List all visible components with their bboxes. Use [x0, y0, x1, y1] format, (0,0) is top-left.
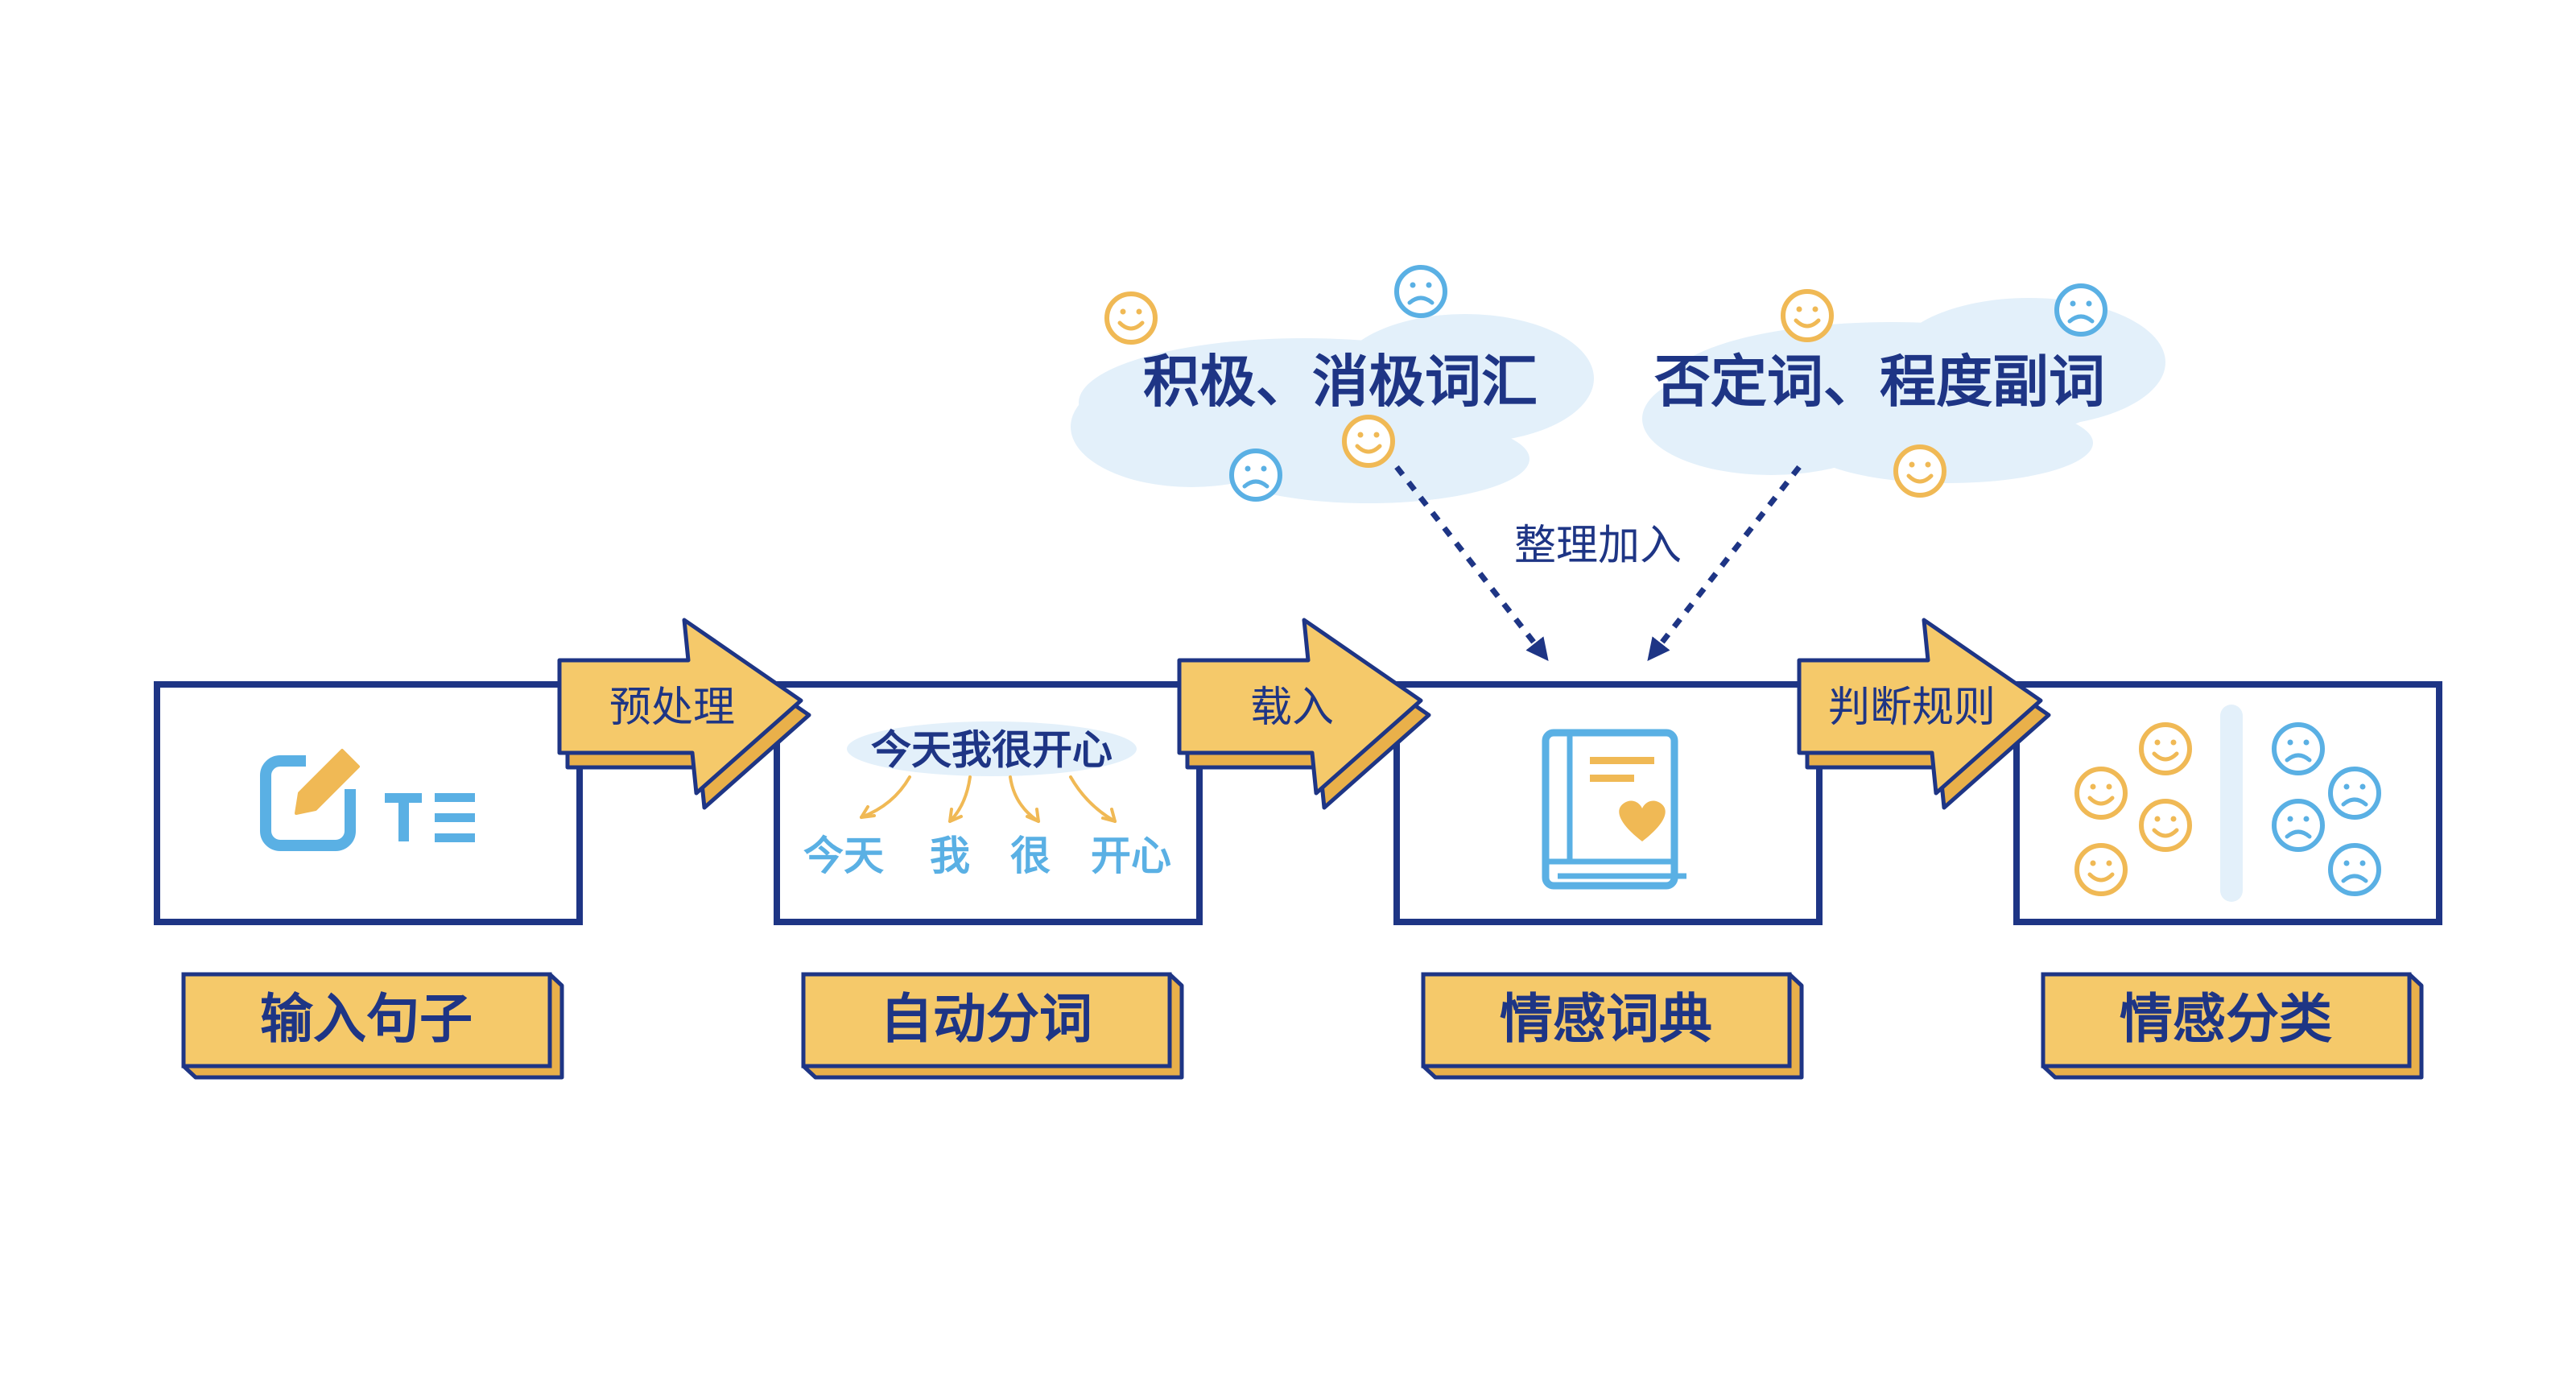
token: 我: [930, 833, 970, 879]
segment-sentence: 今天我很开心: [871, 727, 1113, 774]
smiley-icon: [2077, 769, 2125, 817]
smiley-icon: [1344, 417, 1393, 465]
arrow-judge-rules: 判断规则: [1797, 618, 2051, 810]
token: 很: [1010, 833, 1051, 879]
arrow-preprocess: 预处理: [557, 618, 811, 810]
word-segmentation: 今天我很开心 今天 我 很 开心: [803, 721, 1171, 879]
smiley-icon: [2077, 845, 2125, 894]
step-title: 情感分类: [2120, 988, 2332, 1050]
frown-icon: [2274, 725, 2322, 773]
smiley-icon: [2141, 801, 2190, 849]
step-label-dictionary: 情感词典: [1421, 972, 1804, 1080]
merge-label: 整理加入: [1514, 522, 1682, 570]
step-box-input: [154, 681, 583, 925]
step-label-segment: 自动分词: [801, 972, 1184, 1080]
sentiment-words-label: 积极、消极词汇: [1143, 349, 1538, 415]
dotted-arrow-left: [1394, 465, 1549, 662]
step-title: 输入句子: [260, 988, 473, 1050]
arrow-label: 判断规则: [1828, 684, 1996, 732]
arrow-load: 载入: [1177, 618, 1431, 810]
token: 开心: [1091, 833, 1171, 879]
frown-icon: [1232, 451, 1280, 499]
frown-icon: [2057, 286, 2105, 334]
step-title: 情感词典: [1500, 988, 1712, 1050]
step-box-segment: [774, 681, 1203, 925]
smiley-icon: [1107, 294, 1155, 342]
step-label-classify: 情感分类: [2041, 972, 2424, 1080]
modifier-words-label: 否定词、程度副词: [1654, 349, 2105, 415]
smiley-sort-icon: [2077, 705, 2379, 902]
frown-icon: [2330, 769, 2379, 817]
heart-book-icon: [1542, 729, 1686, 890]
step-label-input: 输入句子: [181, 972, 564, 1080]
frown-icon: [2330, 845, 2379, 894]
smiley-icon: [2141, 725, 2190, 773]
cloud-right: [1642, 298, 2165, 483]
frown-icon: [2274, 801, 2322, 849]
smiley-icon: [1896, 447, 1944, 495]
arrow-label: 载入: [1250, 684, 1334, 732]
arrow-label: 预处理: [609, 684, 735, 732]
edit-text-icon: [260, 741, 475, 851]
step-title: 自动分词: [880, 988, 1092, 1050]
token: 今天: [803, 833, 884, 879]
frown-icon: [1397, 267, 1445, 316]
smiley-icon: [1783, 291, 1831, 340]
dotted-arrow-right: [1647, 465, 1802, 662]
